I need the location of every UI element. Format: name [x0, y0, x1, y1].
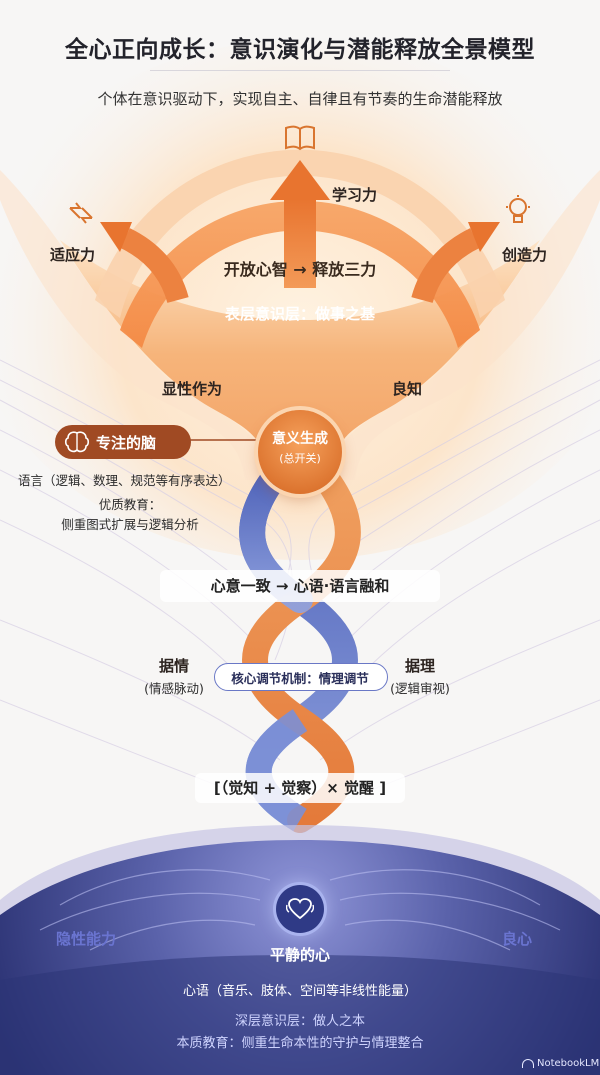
core-meaning-circle: [258, 410, 342, 494]
book-icon: [284, 124, 316, 159]
deep-layer: 深层意识层：做人之本: [234, 1014, 366, 1029]
mechanism-pill: [214, 663, 388, 691]
brain-language: 语言（逻辑、数理、规范等有序表达）: [18, 473, 231, 488]
label-explicit-action: 显性作为: [162, 380, 223, 398]
label-creativity: 创造力: [502, 246, 548, 264]
heart-icon: [285, 897, 315, 925]
swap-arrows-icon: [66, 198, 96, 232]
core-sub: (总开关): [279, 452, 321, 465]
reason-title: 据理: [404, 657, 436, 675]
notebooklm-logo-icon: [522, 1058, 534, 1068]
emotion-sub: (情感脉动): [144, 681, 204, 696]
label-good-heart: 良心: [502, 930, 533, 948]
watermark-text: NotebookLM: [537, 1058, 600, 1069]
arc-banner: 开放心智 → 释放三力: [223, 260, 377, 279]
arrow-learning: [270, 160, 330, 288]
arrow-creativity: [411, 222, 500, 304]
brain-label: 专注的脑: [96, 434, 157, 452]
lightbulb-icon: [504, 194, 532, 232]
essential-education: 本质教育：侧重生命本性的守护与情理整合: [176, 1036, 424, 1051]
emotion-title: 据情: [158, 657, 190, 675]
label-adaptability: 适应力: [50, 246, 96, 264]
core-label: 意义生成: [272, 431, 328, 447]
surface-layer-label: 表层意识层：做事之基: [224, 305, 376, 323]
brain-education-desc: 侧重图式扩展与逻辑分析: [61, 517, 199, 532]
page-subtitle: 个体在意识驱动下，实现自主、自律且有节奏的生命潜能释放: [97, 90, 503, 108]
reason-sub: (逻辑审视): [390, 681, 450, 696]
dome-swirls: [39, 869, 561, 951]
notebooklm-watermark: NotebookLM: [522, 1058, 599, 1069]
page-title: 全心正向成长：意识演化与潜能释放全景模型: [65, 37, 535, 63]
calm-heart-label: 平静的心: [269, 946, 331, 964]
label-conscience: 良知: [392, 380, 423, 398]
brain-education-title: 优质教育：: [98, 497, 162, 512]
title-divider: [150, 70, 450, 71]
label-latent: 隐性能力: [56, 930, 117, 948]
unity-backdrop: [160, 570, 440, 602]
label-learning: 学习力: [332, 186, 378, 204]
arrow-adaptability: [100, 222, 189, 304]
mechanism-label: 核心调节机制：情理调节: [231, 671, 369, 686]
heart-circle: [276, 885, 324, 933]
brain-icon: [64, 430, 90, 458]
awareness-backdrop: [195, 773, 405, 803]
unity-label: 心意一致 → 心语·语言融和: [210, 577, 390, 595]
awareness-formula: [（觉知 + 觉察）× 觉醒 ]: [213, 779, 387, 797]
heart-language: 心语（音乐、肢体、空间等非线性能量）: [182, 984, 418, 999]
